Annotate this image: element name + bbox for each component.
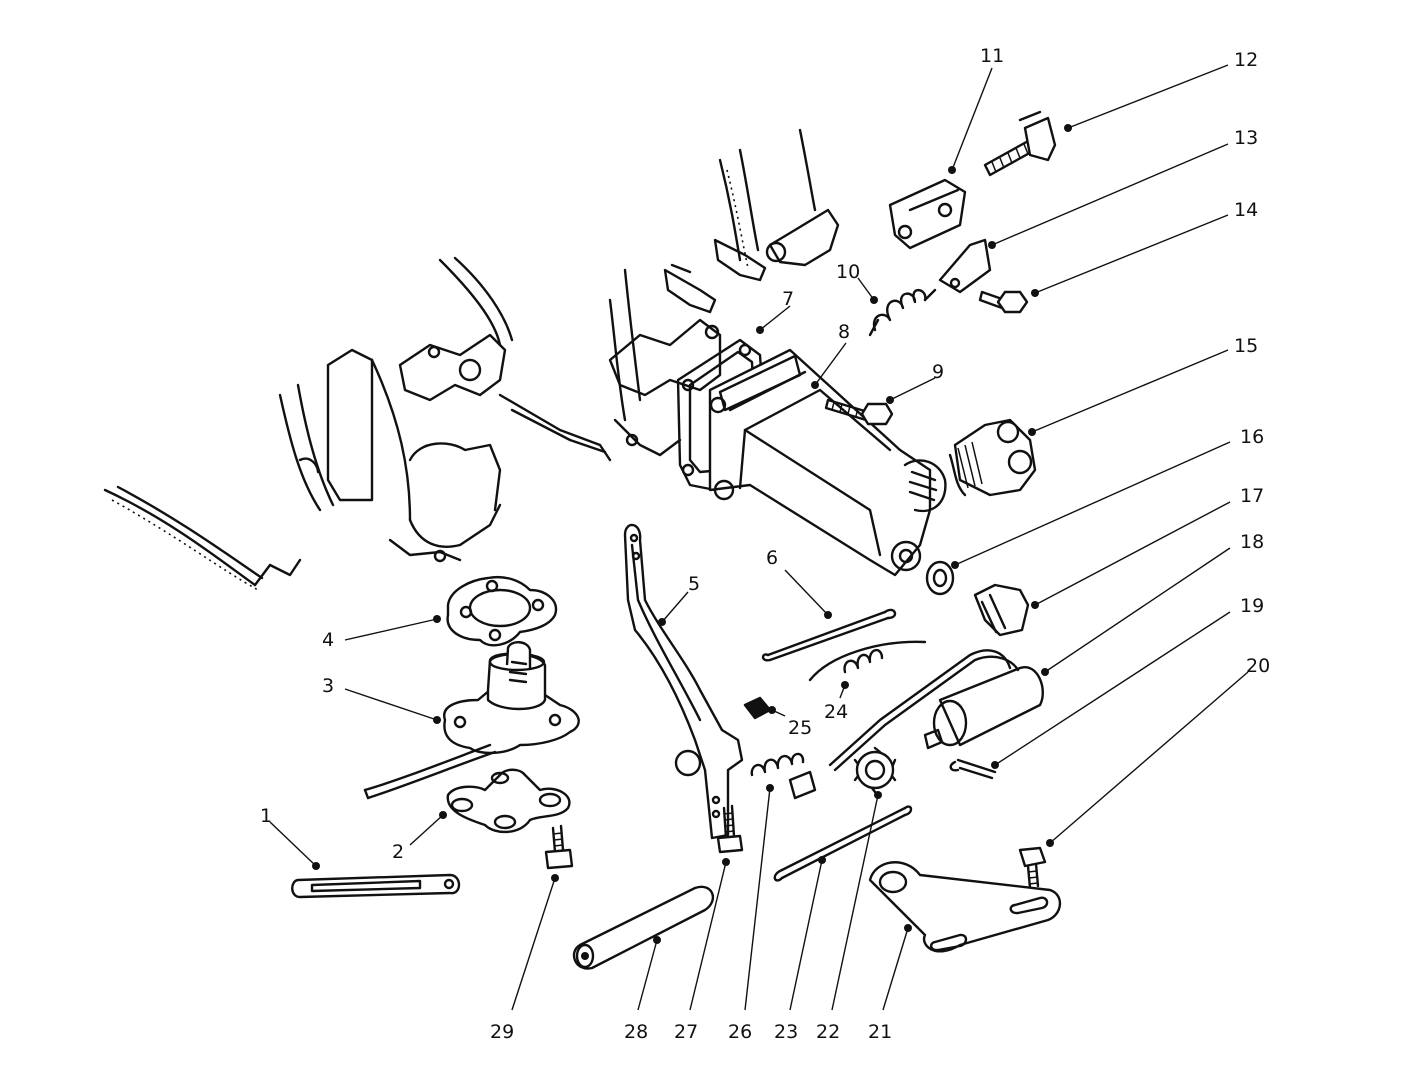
plug-17: [973, 583, 1030, 637]
callout-23: 23: [774, 1021, 798, 1043]
spring-10: [868, 288, 937, 337]
washer-16: [925, 560, 955, 596]
spring-24: [808, 640, 927, 682]
callout-12: 12: [1234, 49, 1258, 71]
gasket-4: [446, 576, 558, 647]
bolt-27: [716, 804, 744, 854]
callout-27: 27: [674, 1021, 698, 1043]
callout-13: 13: [1234, 127, 1258, 149]
strap-1: [291, 873, 461, 899]
pump-3: [363, 641, 580, 800]
engine-block-outline: [103, 128, 840, 591]
callout-5: 5: [688, 573, 700, 595]
plate-13: [938, 238, 992, 294]
bolt-9: [824, 398, 894, 426]
callout-8: 8: [838, 321, 850, 343]
callout-15: 15: [1234, 335, 1258, 357]
callout-17: 17: [1240, 485, 1264, 507]
nut-25: [743, 696, 772, 720]
callout-9: 9: [932, 361, 944, 383]
callout-7: 7: [782, 288, 794, 310]
solenoid-18: [788, 649, 1044, 800]
housing-8: [708, 348, 947, 577]
lock-washer-22: [853, 746, 897, 794]
cap-15: [948, 418, 1037, 497]
bracket-21: [868, 861, 1062, 953]
leader-dots: [312, 124, 1072, 944]
callout-22: 22: [816, 1021, 840, 1043]
base-plate-2: [446, 768, 571, 834]
callout-21: 21: [868, 1021, 892, 1043]
callout-18: 18: [1240, 531, 1264, 553]
callout-14: 14: [1234, 199, 1258, 221]
rod-23: [773, 805, 913, 882]
bracket-11: [888, 178, 967, 250]
screw-12: [983, 110, 1057, 177]
callout-6: 6: [766, 547, 778, 569]
callout-10: 10: [836, 261, 860, 283]
callout-24: 24: [824, 701, 848, 723]
callout-3: 3: [322, 675, 334, 697]
pin-19: [949, 758, 997, 780]
sleeve-28: [572, 885, 715, 970]
callout-16: 16: [1240, 426, 1264, 448]
lever-5: [623, 523, 744, 840]
callout-28: 28: [624, 1021, 648, 1043]
callout-29: 29: [490, 1021, 514, 1043]
callout-11: 11: [980, 45, 1004, 67]
callout-25: 25: [788, 717, 812, 739]
leader-lines: [269, 64, 1249, 1011]
bolt-29: [544, 824, 574, 870]
spring-26: [750, 752, 805, 777]
callout-4: 4: [322, 629, 334, 651]
callout-19: 19: [1240, 595, 1264, 617]
callout-labels: 1 2 3 4 5 6 7 8 9 10 11 12 13 14 15 16 1…: [260, 45, 1270, 1043]
callout-26: 26: [728, 1021, 752, 1043]
callout-20: 20: [1246, 655, 1270, 677]
bolt-20: [1018, 846, 1047, 890]
rod-6: [761, 608, 897, 662]
callout-2: 2: [392, 841, 404, 863]
callout-1: 1: [260, 805, 272, 827]
bolt-14: [978, 290, 1029, 314]
